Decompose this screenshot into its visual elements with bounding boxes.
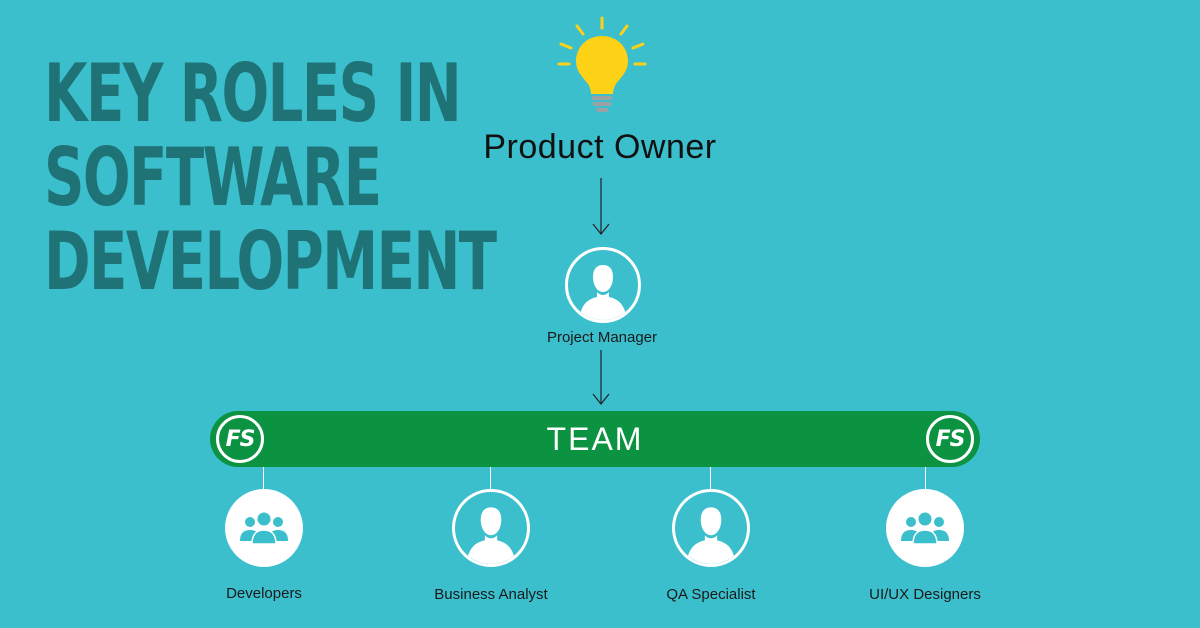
member-label-developers: Developers: [226, 585, 302, 602]
group-icon: [240, 512, 288, 545]
project-manager-avatar: [565, 247, 641, 323]
title-line-1: KEY ROLES IN: [44, 47, 462, 140]
title-line-3: DEVELOPMENT: [44, 215, 497, 308]
project-manager-label: Project Manager: [546, 329, 658, 346]
page-title: KEY ROLES IN SOFTWARE DEVELOPMENT: [44, 47, 497, 308]
title-line-2: SOFTWARE: [44, 131, 382, 224]
business-analyst-avatar: [452, 489, 530, 567]
member-label-business-analyst: Business Analyst: [434, 586, 548, 603]
member-label-uiux-designers: UI/UX Designers: [869, 586, 981, 603]
person-icon: [686, 507, 736, 564]
group-icon: [901, 512, 949, 545]
uiux-designers-avatar: [886, 489, 964, 567]
product-owner-label: Product Owner: [483, 128, 717, 166]
qa-specialist-avatar: [672, 489, 750, 567]
member-label-qa-specialist: QA Specialist: [666, 586, 756, 603]
arrow-down-icon: [592, 350, 610, 405]
arrow-down-icon: [592, 178, 610, 235]
connector-line: [263, 467, 264, 489]
connector-line: [490, 467, 491, 489]
connector-line: [925, 467, 926, 489]
connector-line: [710, 467, 711, 489]
person-icon: [466, 507, 516, 564]
team-bar: FS TEAM FS: [210, 411, 980, 467]
fs-logo-left: FS: [216, 415, 264, 463]
lightbulb-icon: [557, 16, 647, 112]
fs-logo-right: FS: [926, 415, 974, 463]
team-label: TEAM: [546, 421, 644, 457]
developers-avatar: [225, 489, 303, 567]
person-icon: [579, 265, 627, 320]
